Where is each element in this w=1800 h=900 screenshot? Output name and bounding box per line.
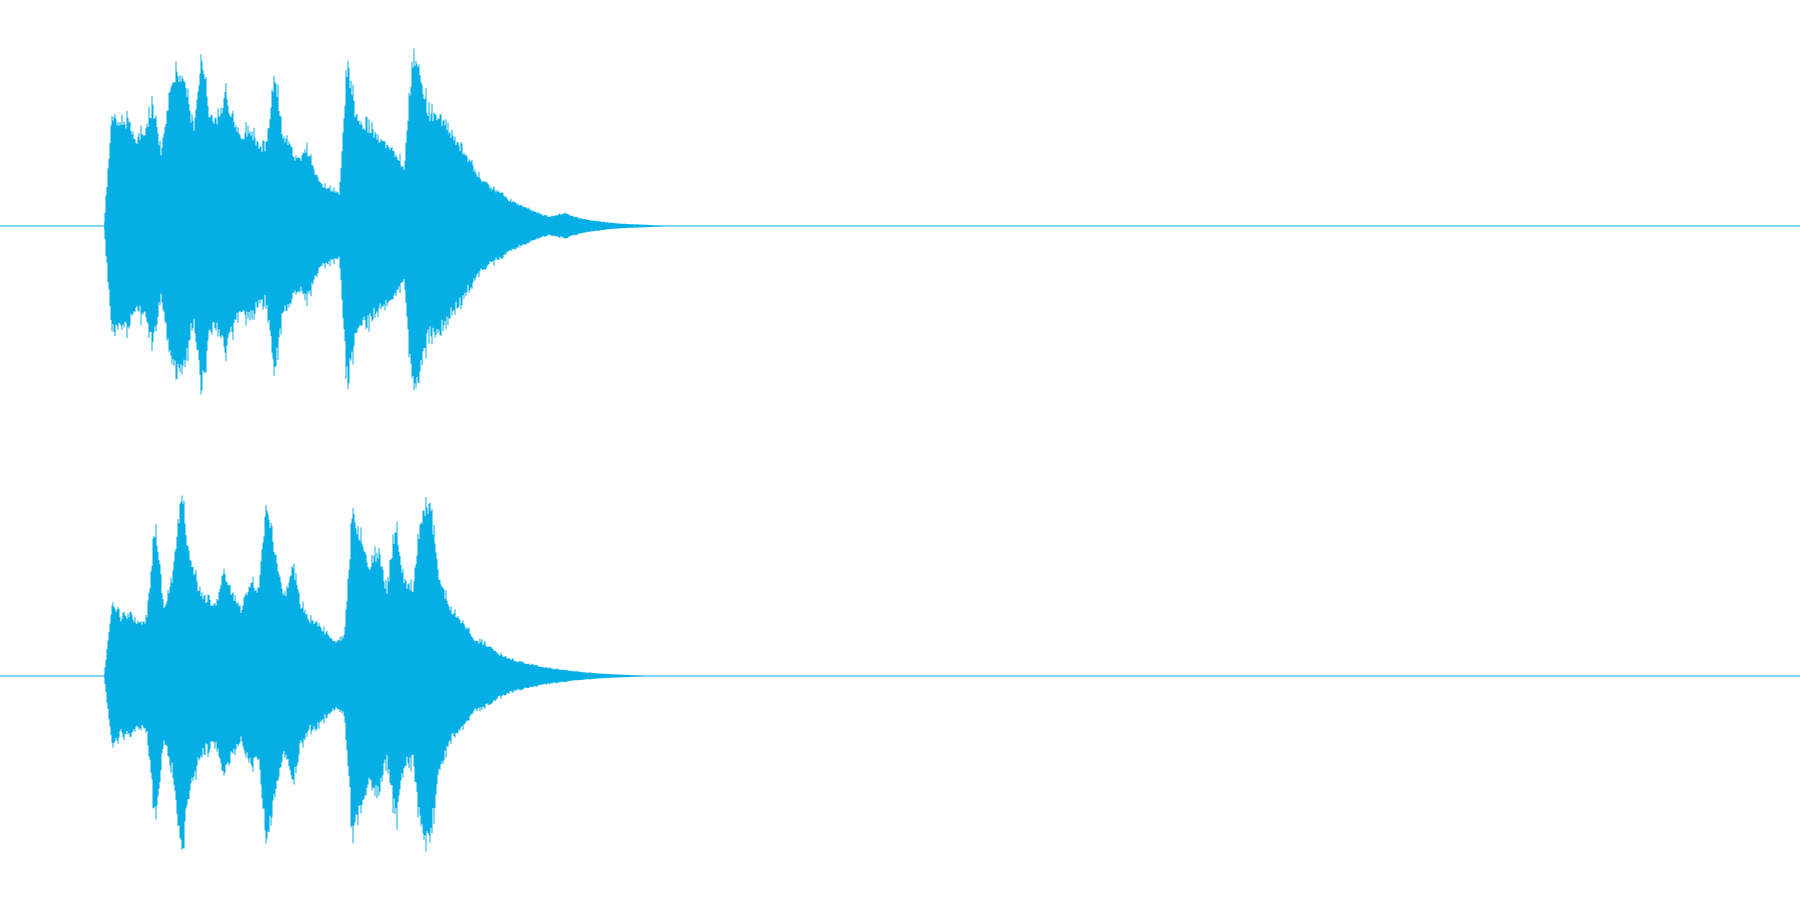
waveform-peaks [104, 495, 668, 852]
waveform-channel-right [0, 495, 1800, 852]
waveform-channel-left [0, 48, 1800, 395]
waveform-peaks [104, 48, 679, 395]
